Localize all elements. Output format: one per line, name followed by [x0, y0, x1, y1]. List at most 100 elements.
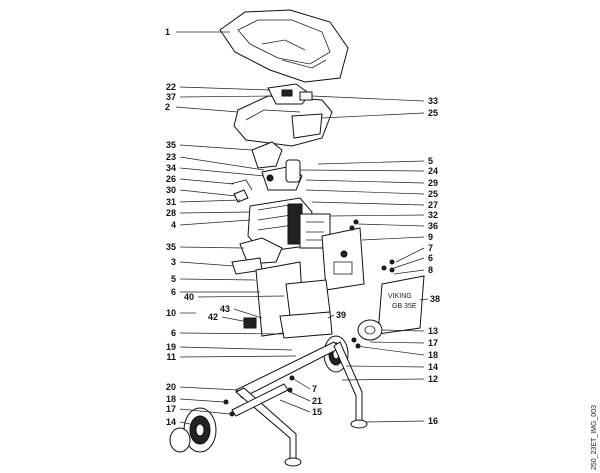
callout-label: 31: [166, 197, 176, 207]
logo-line-2: GB 35E: [392, 303, 417, 310]
callout-label: 25: [428, 189, 438, 199]
callout-label: 18: [166, 394, 176, 404]
leader-line: [197, 295, 285, 298]
callout-label: 28: [166, 208, 176, 218]
leader-line: [221, 316, 249, 323]
callout-label: 3: [171, 257, 176, 267]
callout-label: 23: [166, 152, 176, 162]
leader-line: [179, 211, 251, 214]
callout-label: 34: [166, 163, 176, 173]
leader-line: [369, 341, 425, 344]
leader-line: [179, 421, 191, 425]
leader-line: [179, 398, 225, 403]
leader-line: [329, 214, 425, 217]
leader-line: [305, 179, 425, 184]
leader-line: [341, 378, 425, 381]
callout-label: 22: [166, 82, 176, 92]
leader-line: [393, 257, 425, 269]
leader-line: [327, 314, 335, 319]
callout-label: 30: [166, 185, 176, 195]
leader-line: [179, 95, 273, 98]
part-frame: [231, 341, 368, 467]
leader-line: [179, 261, 235, 267]
callout-label: 10: [166, 308, 176, 318]
leader-line: [355, 345, 425, 356]
callout-label: 16: [428, 416, 438, 426]
callout-label: 8: [428, 265, 433, 275]
callout-label: 35: [166, 242, 176, 252]
leader-line: [179, 178, 235, 185]
leader-line: [179, 278, 257, 281]
callout-label: 27: [428, 200, 438, 210]
callout-labels: 1223723325352334263031284524292527323635…: [165, 27, 440, 427]
callout-label: 17: [428, 338, 438, 348]
leader-line: [179, 332, 285, 335]
callout-label: 29: [428, 178, 438, 188]
callout-label: 14: [166, 417, 176, 427]
leader-line: [289, 391, 311, 402]
callout-label: 32: [428, 210, 438, 220]
callout-label: 21: [312, 396, 322, 406]
callout-label: 4: [171, 220, 176, 230]
part-upper-housing: [233, 95, 333, 147]
part-side-cover: VIKING GB 35E: [377, 275, 425, 335]
callout-label: 5: [171, 274, 176, 284]
leader-line: [395, 247, 425, 263]
leader-line: [179, 219, 251, 226]
part-disc: [357, 319, 383, 341]
callout-label: 33: [428, 96, 438, 106]
leader-lines: [175, 31, 429, 425]
leader-line: [179, 86, 271, 91]
callout-label: 2: [165, 102, 170, 112]
part-wheel-left: [169, 407, 217, 453]
part-motor-cluster: [229, 159, 303, 203]
callout-label: 9: [428, 232, 433, 242]
callout-label: 6: [171, 287, 176, 297]
callout-label: 43: [220, 304, 230, 314]
leader-line: [299, 169, 425, 172]
leader-line: [179, 346, 293, 351]
part-hopper-lid: [219, 9, 349, 83]
callout-label: 13: [428, 326, 438, 336]
part-upper-cover: [251, 141, 283, 169]
leader-line: [179, 167, 265, 177]
callout-label: 25: [428, 108, 438, 118]
leader-line: [179, 156, 265, 171]
callout-label: 14: [428, 362, 438, 372]
callout-label: 11: [166, 352, 176, 362]
callout-label: 18: [428, 350, 438, 360]
part-switch-assembly: [267, 83, 313, 105]
leader-line: [305, 189, 425, 195]
leader-line: [233, 308, 263, 319]
leader-line: [357, 223, 425, 227]
leader-line: [179, 355, 297, 358]
callout-label: 5: [428, 156, 433, 166]
leader-line: [419, 298, 429, 301]
leader-line: [179, 189, 237, 197]
callout-label: 26: [166, 174, 176, 184]
callout-label: 35: [166, 140, 176, 150]
callout-label: 37: [166, 92, 176, 102]
leader-line: [175, 106, 239, 113]
leader-line: [311, 95, 425, 102]
callout-label: 6: [428, 253, 433, 263]
leader-line: [365, 420, 425, 423]
leader-line: [345, 365, 425, 368]
leader-line: [179, 408, 231, 415]
leader-line: [291, 377, 311, 390]
leader-line: [317, 160, 425, 165]
callout-label: 20: [166, 382, 176, 392]
leader-line: [311, 201, 425, 206]
callout-label: 1: [165, 27, 170, 37]
part-chute-body: [243, 261, 333, 339]
callout-label: 38: [430, 294, 440, 304]
callout-label: 15: [312, 407, 322, 417]
leader-line: [179, 199, 241, 203]
image-identifier: 250_23ET_IMG_003: [591, 405, 598, 470]
leader-line: [393, 269, 425, 275]
leader-line: [361, 236, 425, 241]
callout-label: 7: [428, 243, 433, 253]
leader-line: [381, 329, 425, 332]
